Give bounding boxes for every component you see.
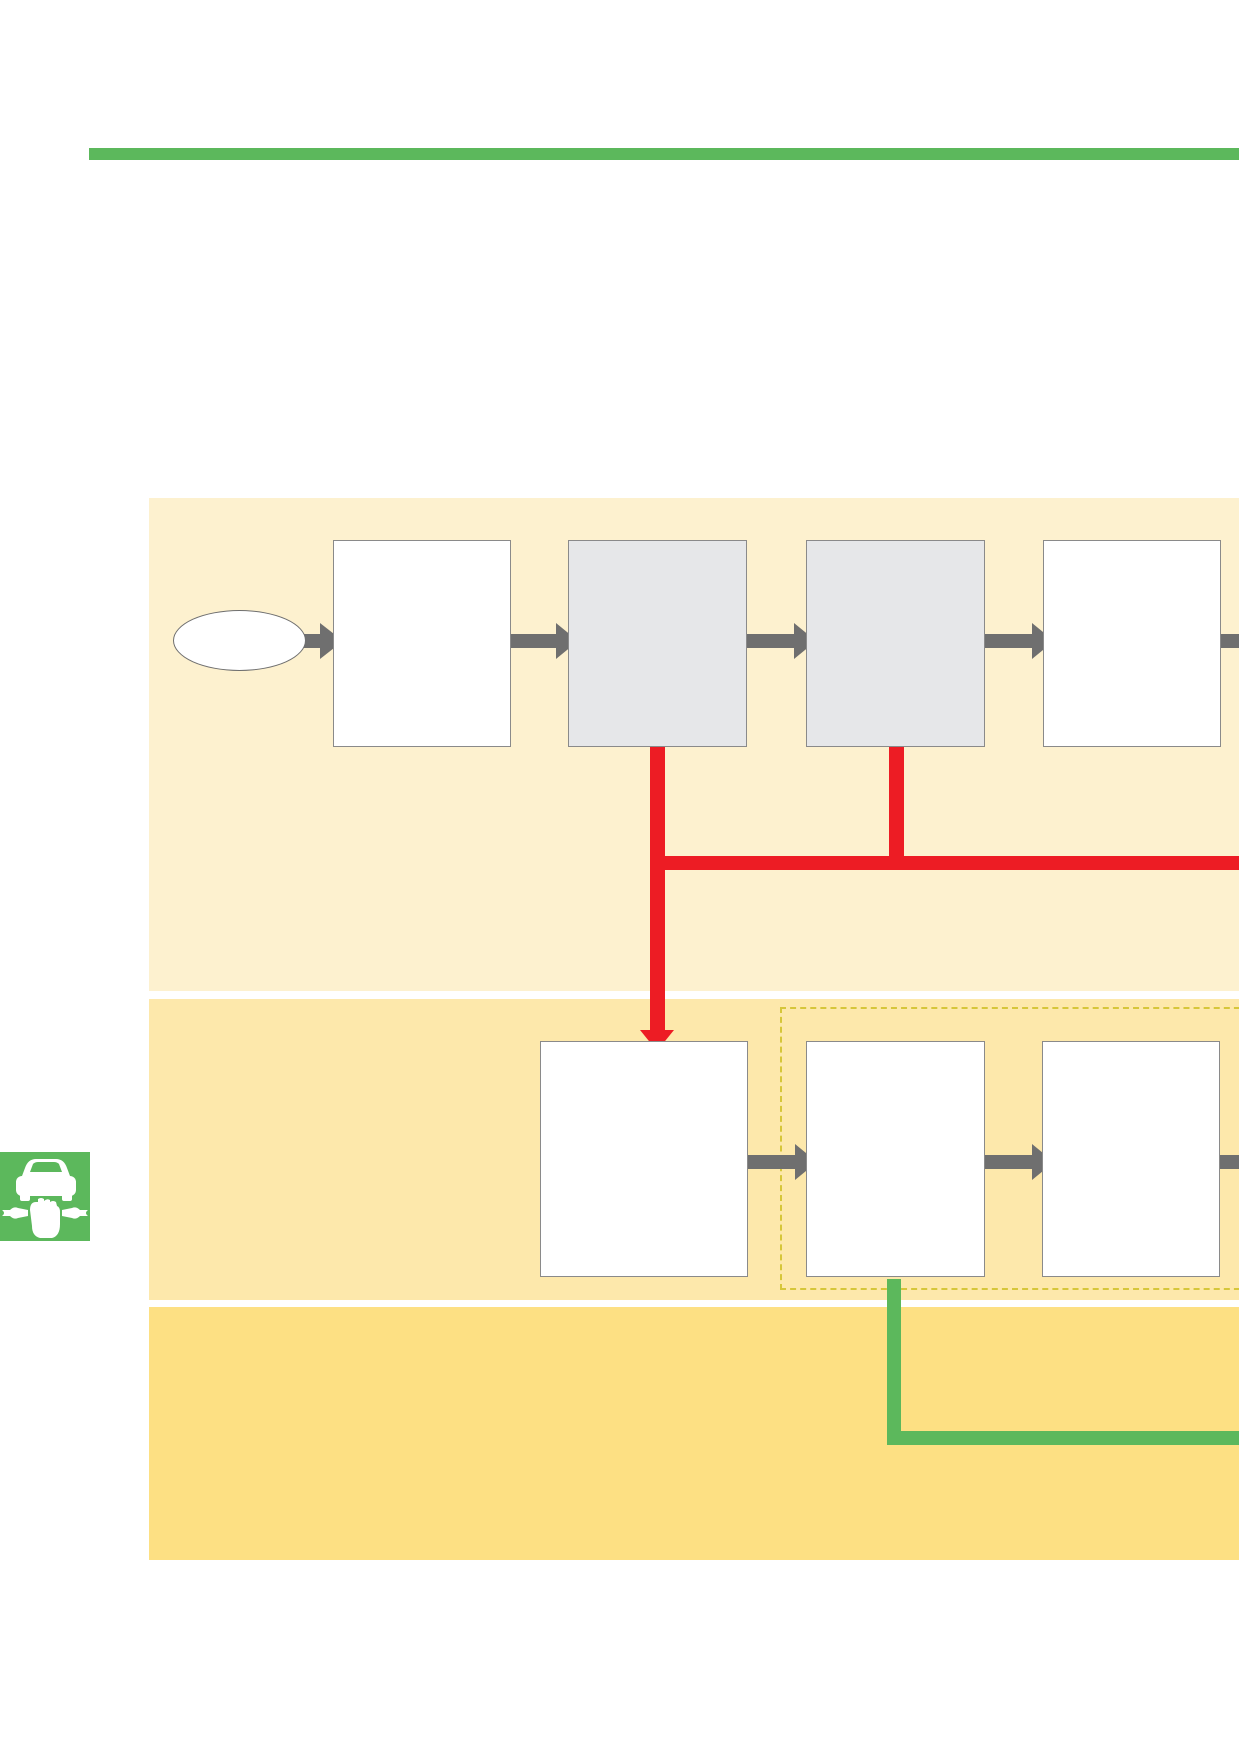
arrow-step2-to-step3: [747, 623, 816, 659]
arrow-step7-out: [1220, 1155, 1239, 1169]
start-terminal: [173, 610, 306, 671]
header-rule: [89, 148, 1239, 160]
process-box-1: [333, 540, 511, 747]
arrow-start-to-step1: [304, 623, 343, 659]
process-box-2: [568, 540, 747, 747]
arrow-step1-to-step2: [511, 623, 578, 659]
red-arrowhead: [640, 1030, 674, 1051]
red-connector: [640, 746, 1239, 1051]
process-box-6: [806, 1041, 985, 1277]
car-repair-icon: [0, 1152, 90, 1241]
dashed-group-frame: [780, 1007, 1239, 1290]
arrow-step4-out: [1221, 634, 1239, 648]
green-connector: [887, 1279, 1239, 1445]
process-box-7: [1042, 1041, 1220, 1277]
process-box-5: [540, 1041, 748, 1277]
flow-arrows: [304, 623, 1239, 1180]
process-box-3: [806, 540, 985, 747]
process-box-4: [1043, 540, 1221, 747]
